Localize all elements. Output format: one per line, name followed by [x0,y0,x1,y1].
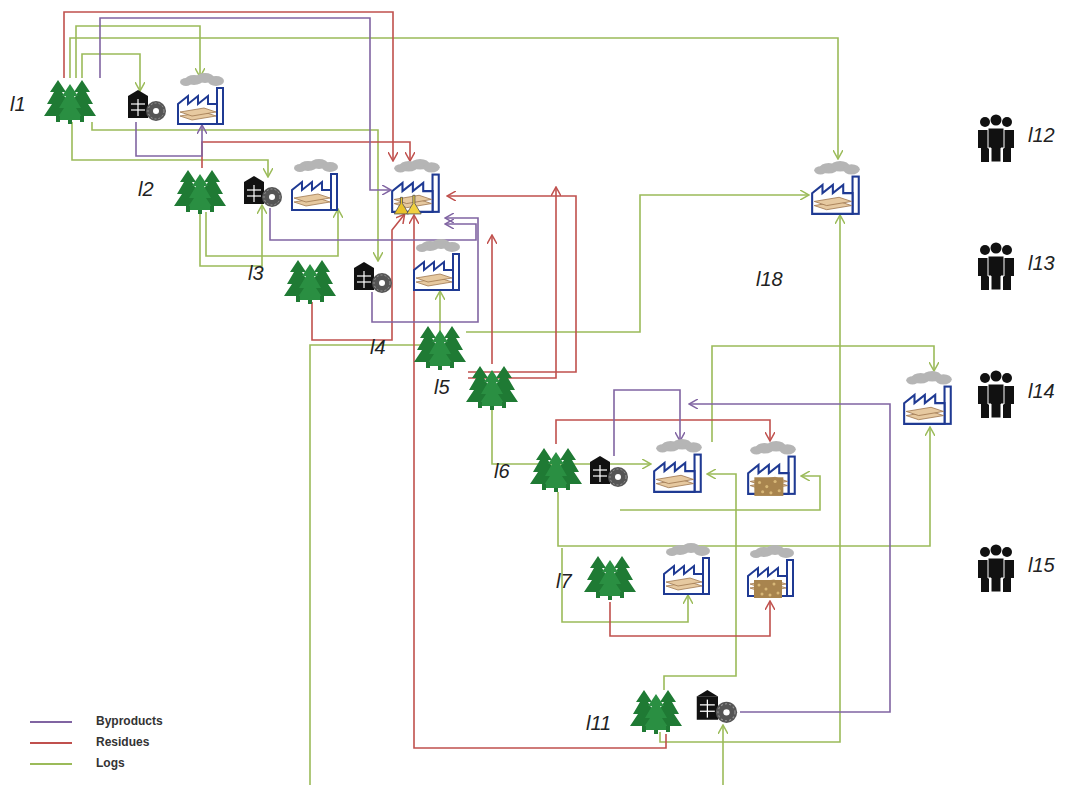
location-label: l12 [1028,124,1055,146]
location-label: l2 [138,178,154,200]
location-label: l4 [370,336,386,358]
location-label: l18 [756,268,783,290]
location-label: l6 [494,460,510,482]
location-label: l14 [1028,380,1055,402]
location-label: l13 [1028,252,1055,274]
location-label: l3 [248,262,264,284]
legend-text: Byproducts [96,715,163,728]
legend-text: Residues [96,736,149,749]
location-label: l7 [556,570,572,592]
location-label: l11 [586,712,611,734]
location-label: l5 [434,376,450,398]
legend-text: Logs [96,757,125,770]
location-label: l15 [1028,554,1055,576]
location-label: l1 [10,93,26,115]
